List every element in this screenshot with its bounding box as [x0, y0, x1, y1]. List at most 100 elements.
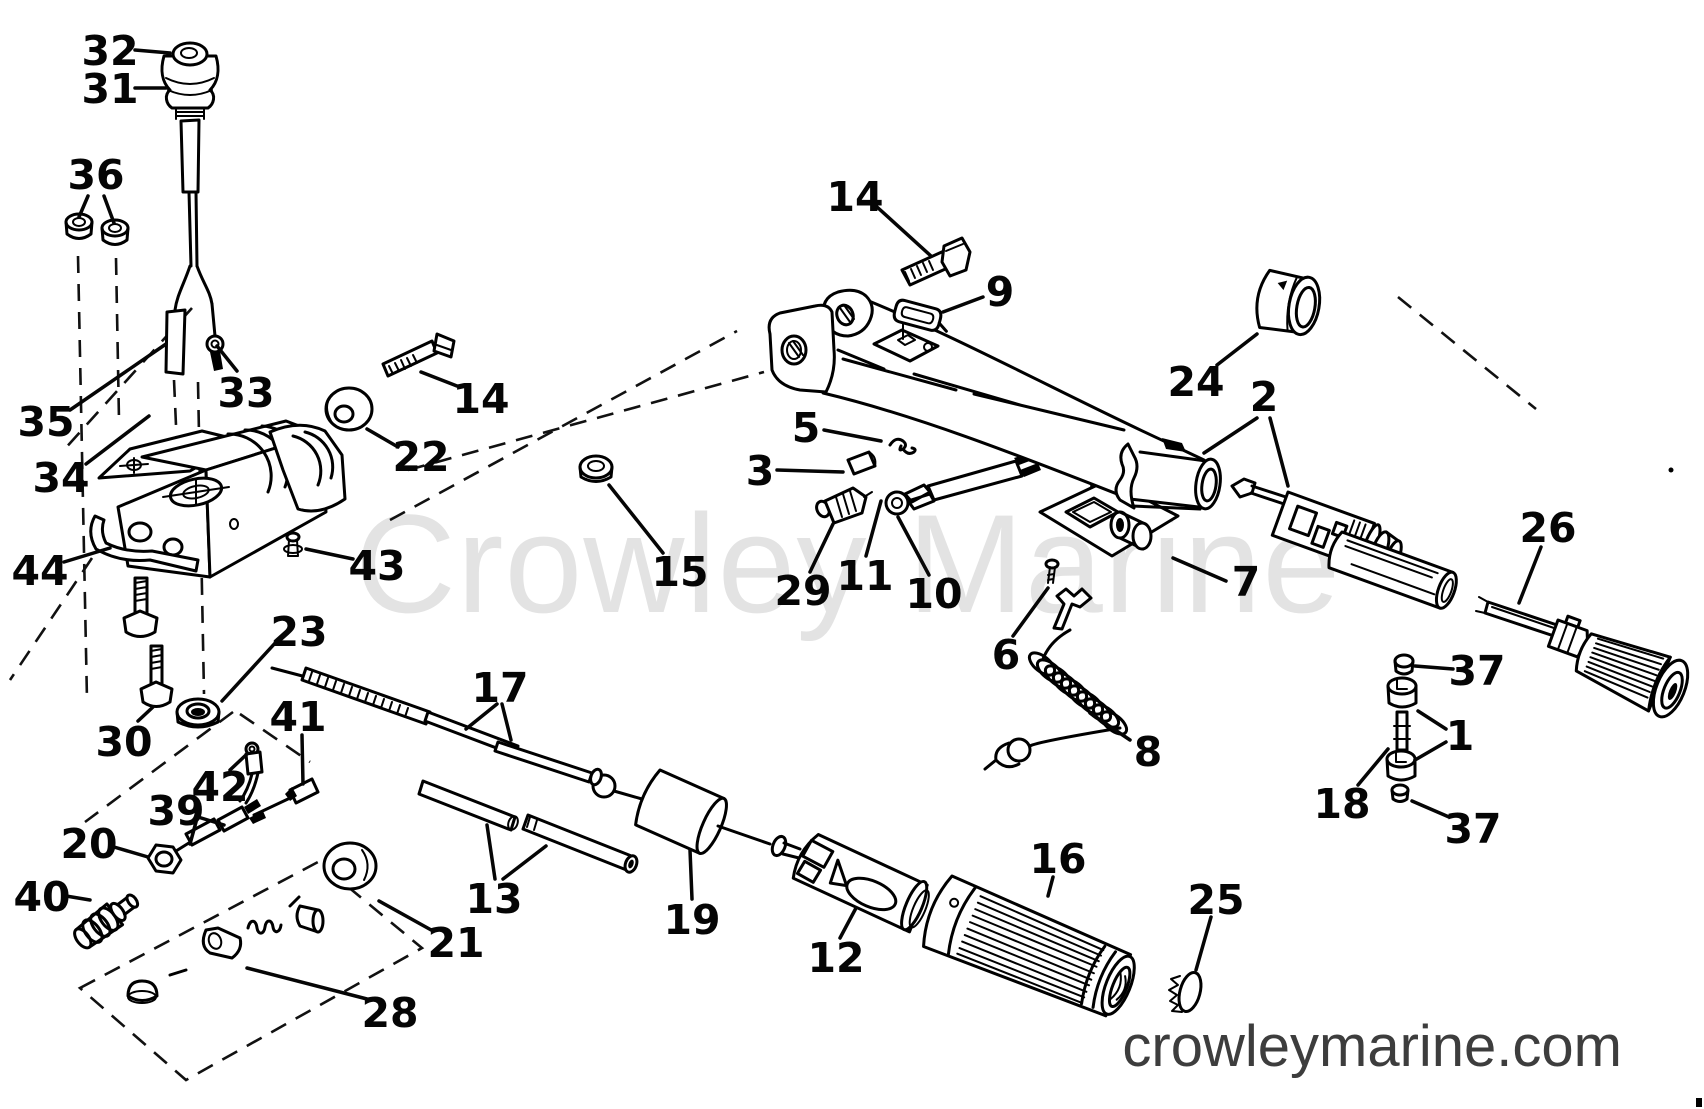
leader-line-15 [607, 483, 665, 555]
callout-24: 24 [1167, 358, 1224, 406]
leader-line-34 [84, 414, 151, 466]
callout-13: 13 [465, 875, 522, 923]
callout-11: 11 [836, 552, 893, 600]
part-bushing-24 [1255, 268, 1322, 337]
dashed-kit-outline [77, 860, 425, 1082]
part-locknuts-36 [64, 212, 130, 246]
dashed-alignment-line [8, 557, 94, 681]
callout-30: 30 [95, 718, 152, 766]
leader-line-33 [215, 344, 239, 373]
callout-39: 39 [147, 787, 204, 835]
leader-line-28 [245, 966, 369, 1001]
part-clip-5 [888, 437, 917, 455]
callout-40: 40 [13, 873, 70, 921]
callout-31: 31 [81, 65, 138, 113]
leader-line-2 [1202, 416, 1259, 455]
callout-20: 20 [60, 820, 117, 868]
leader-line-18 [1356, 747, 1390, 787]
leader-line-14 [875, 205, 933, 258]
leader-line-21 [377, 899, 435, 933]
leader-line-23 [220, 639, 279, 703]
leader-line-6 [1011, 586, 1050, 638]
leader-line-25 [1194, 915, 1213, 972]
part-tubes-13 [417, 779, 639, 874]
callout-23: 23 [270, 608, 327, 656]
part-pivot-bolt-14-top [900, 236, 972, 287]
leader-line-39 [188, 820, 198, 846]
part-link-rods-17 [270, 666, 644, 801]
part-pivot-bolt-14-left [381, 332, 456, 378]
callout-19: 19 [663, 896, 720, 944]
leader-line-17 [500, 702, 513, 742]
leader-line-1 [1413, 740, 1448, 762]
callout-7: 7 [1232, 558, 1261, 606]
part-stop-knob [160, 41, 225, 376]
leader-line-37 [1410, 799, 1451, 819]
leader-line-20 [112, 845, 150, 859]
callout-2: 2 [1250, 373, 1279, 421]
leader-line-35 [68, 342, 168, 412]
callout-35: 35 [17, 398, 74, 446]
leader-line-39 [196, 815, 226, 827]
part-end-cap-25 [1168, 971, 1203, 1013]
callout-15: 15 [651, 548, 708, 596]
callout-26: 26 [1519, 504, 1576, 552]
part-bolts-30 [122, 576, 174, 708]
callout-1: 1 [1446, 712, 1475, 760]
callout-41: 41 [269, 693, 326, 741]
dashed-alignment-line [1397, 295, 1537, 411]
part-steering-arm [767, 288, 1222, 511]
leader-line-22 [365, 427, 400, 449]
part-nut-15 [578, 454, 614, 483]
leader-line-16 [1046, 875, 1055, 898]
callout-3: 3 [746, 447, 775, 495]
leader-line-44 [62, 546, 112, 564]
part-mount-bracket [89, 419, 347, 579]
part-lanyard-clip-6 [1052, 587, 1093, 631]
callout-22: 22 [392, 433, 449, 481]
callout-42: 42 [191, 763, 248, 811]
parts-artwork [64, 41, 1702, 1107]
dashed-alignment-line [114, 257, 121, 421]
part-valve-29 [815, 486, 873, 525]
part-throttle-tube-4 [1327, 530, 1458, 610]
leader-line-5 [822, 428, 883, 443]
part-handle-grip-16 [922, 874, 1136, 1018]
wire-sleeve-35 [164, 308, 187, 376]
dashed-alignment-line [84, 710, 234, 824]
part-pin-41 [252, 777, 320, 817]
part-terminal-42 [238, 741, 264, 805]
part-lanyard-cord-8 [983, 628, 1129, 771]
leader-line-42 [228, 752, 249, 772]
leader-line-3 [775, 468, 845, 474]
leader-line-36 [77, 194, 90, 219]
leader-line-8 [1088, 711, 1132, 742]
callout-17: 17 [471, 664, 528, 712]
part-washer-22 [324, 386, 374, 432]
leader-line-13 [485, 823, 497, 881]
part-repair-kit-28 [126, 841, 378, 1004]
leader-line-41 [300, 733, 305, 786]
leader-line-10 [896, 515, 931, 577]
leader-line-13 [501, 844, 548, 881]
leader-line-32 [133, 48, 172, 55]
callout-29: 29 [774, 567, 831, 615]
leader-line-14 [419, 370, 459, 388]
leader-line-43 [304, 547, 355, 561]
callout-21: 21 [427, 919, 484, 967]
leader-line-30 [136, 705, 155, 723]
part-friction-rod-26 [1475, 596, 1690, 719]
callout-10: 10 [905, 570, 962, 618]
part-nut-20-leads-39 [146, 799, 266, 875]
part-nut-23 [175, 697, 221, 729]
leader-line-36 [102, 194, 116, 225]
part-connector-40 [73, 893, 140, 950]
callout-33: 33 [217, 369, 274, 417]
leader-line-37 [1413, 664, 1455, 671]
callout-36: 36 [67, 151, 124, 199]
leader-line-29 [808, 522, 835, 574]
leader-line-19 [688, 848, 694, 901]
